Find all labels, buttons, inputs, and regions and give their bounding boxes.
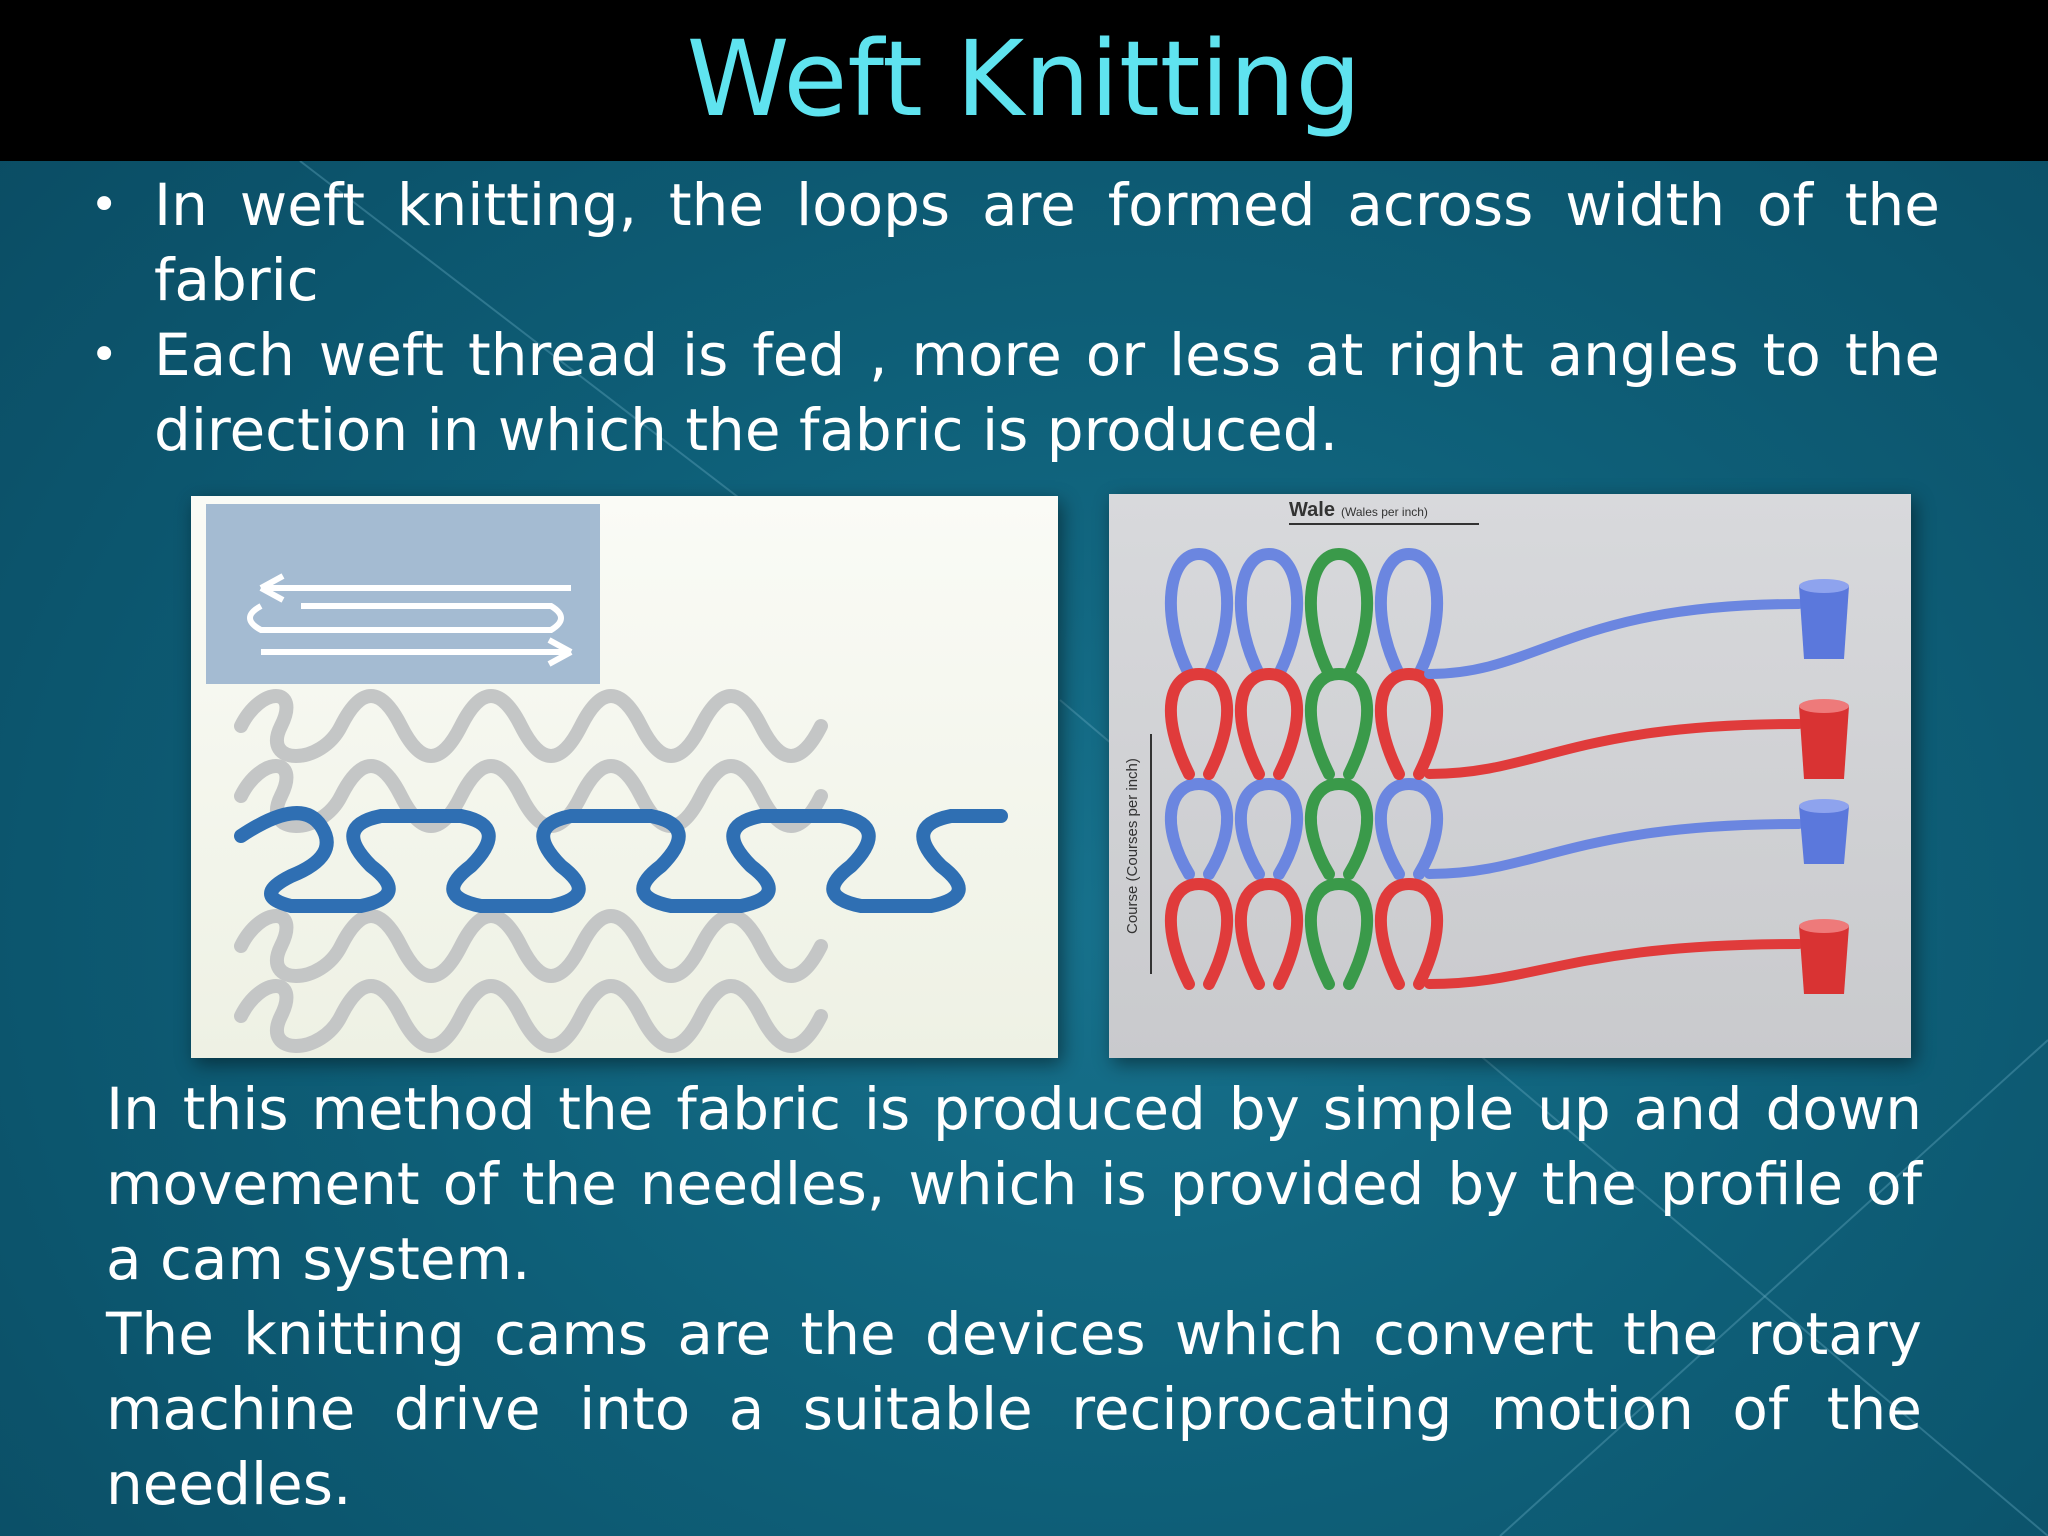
weft-knit-3d-illustration: Wale (Wales per inch) Course (Courses pe…	[1109, 494, 1911, 1058]
wale-label: Wale	[1289, 499, 1335, 521]
bullet-text: Each weft thread is fed , more or less a…	[154, 321, 1940, 464]
blue-weft-yarn	[234, 806, 1008, 913]
bullet-text: In weft knitting, the loops are formed a…	[154, 171, 1940, 314]
slide-title: Weft Knitting	[686, 18, 1362, 140]
bullet-dot-icon: •	[90, 327, 119, 383]
paragraph: In this method the fabric is produced by…	[106, 1075, 1922, 1293]
direction-arrows-icon	[247, 573, 573, 667]
body-text: In this method the fabric is produced by…	[106, 1072, 1922, 1522]
feed-yarns	[1424, 599, 1804, 989]
wale-sub-label: (Wales per inch)	[1341, 505, 1428, 519]
bullet-list: • In weft knitting, the loops are formed …	[80, 168, 1940, 468]
weft-knit-diagram	[191, 496, 1058, 1058]
bullet-dot-icon: •	[90, 177, 119, 233]
yarn-loops	[1164, 547, 1444, 990]
direction-inset	[206, 504, 600, 684]
bullet-item: • In weft knitting, the loops are formed …	[80, 168, 1940, 318]
bullet-item: • Each weft thread is fed , more or less …	[80, 318, 1940, 468]
yarn-cones-icon	[1799, 579, 1849, 994]
title-bar	[0, 0, 2048, 161]
paragraph: The knitting cams are the devices which …	[106, 1300, 1922, 1518]
course-label: Course (Courses per inch)	[1124, 758, 1141, 934]
grey-loops	[234, 689, 828, 1053]
